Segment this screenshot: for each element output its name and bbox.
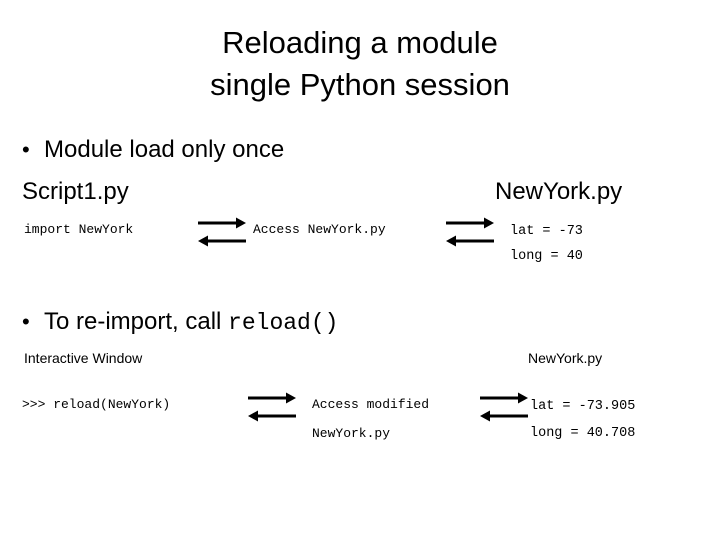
bullet-item-reimport: • To re-import, call reload() [22, 308, 338, 337]
file-label-newyork-top: NewYork.py [495, 178, 623, 205]
bidirectional-arrow-icon-4 [478, 389, 530, 423]
title-line-1: Reloading a module [222, 25, 498, 60]
bullet-item-module-load: • Module load only once [22, 136, 284, 164]
bullet-label-reimport-mono: reload() [228, 310, 339, 336]
code-lat-modified: lat = -73.905 [530, 399, 636, 414]
bullet-label-reimport-prefix: To re-import, call [44, 308, 229, 335]
slide-title: Reloading a module single Python session [0, 22, 720, 106]
bidirectional-arrow-icon-1 [196, 214, 248, 248]
code-import-newyork: import NewYork [24, 222, 134, 237]
code-reload-newyork: >>> reload(NewYork) [22, 397, 171, 412]
bullet-marker-icon: • [22, 137, 30, 162]
bidirectional-arrow-icon-2 [444, 214, 496, 248]
code-access-newyork: Access NewYork.py [253, 222, 386, 237]
code-access-modified-line2: NewYork.py [312, 426, 391, 441]
file-label-script1: Script1.py [22, 178, 129, 205]
bullet-marker-icon-2: • [22, 309, 30, 334]
code-long-initial: long = 40 [510, 249, 583, 264]
code-lat-initial: lat = -73 [510, 224, 583, 239]
file-label-newyork-bottom: NewYork.py [528, 350, 603, 366]
bidirectional-arrow-icon-3 [246, 389, 298, 423]
title-line-2: single Python session [210, 67, 510, 102]
bullet-label-module-load: Module load only once [44, 136, 285, 163]
bullet-label-reimport: To re-import, call reload() [44, 308, 338, 337]
code-access-modified-line1: Access modified [312, 397, 430, 412]
file-label-interactive-window: Interactive Window [24, 350, 143, 366]
code-long-modified: long = 40.708 [530, 426, 636, 441]
